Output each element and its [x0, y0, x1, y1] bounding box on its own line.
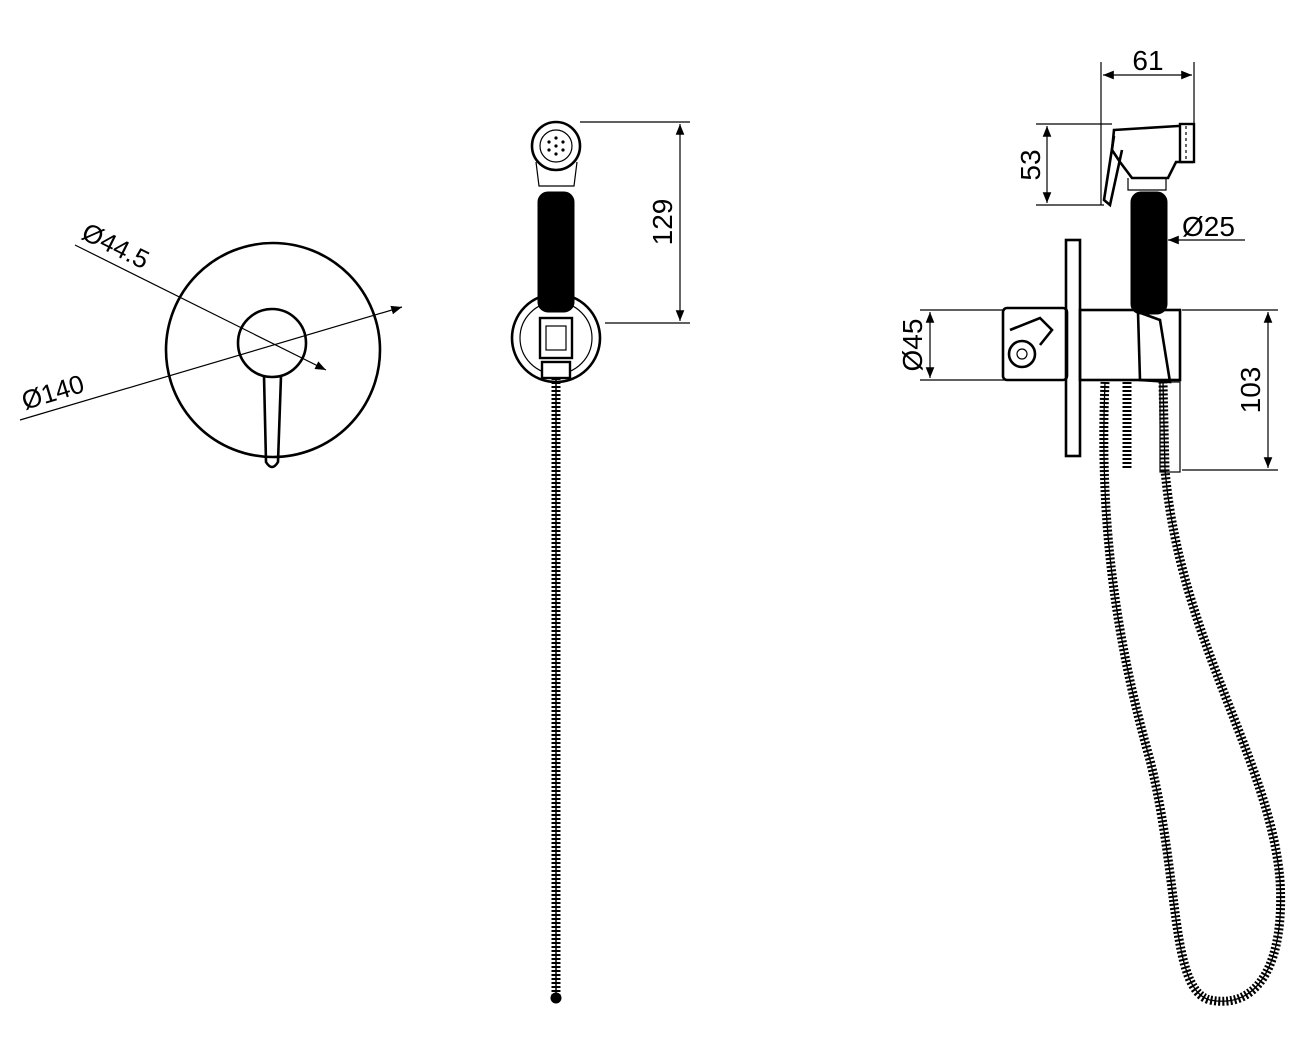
dim-line-plate — [19, 305, 403, 421]
valve-knob — [1007, 339, 1037, 369]
dim-line-hub — [74, 244, 327, 371]
lever-hub — [236, 307, 308, 379]
middle-view: 129 — [510, 120, 690, 1004]
dim-label-handset-height: 129 — [647, 199, 678, 246]
dim-label-handle-diameter: Ø25 — [1182, 211, 1235, 242]
wall-plate — [164, 241, 382, 459]
holder-block — [1078, 308, 1182, 382]
spray-head — [530, 120, 582, 172]
side-view: 61 53 Ø25 Ø45 103 — [897, 45, 1286, 1006]
dim-label-holder-diameter: Ø45 — [897, 319, 928, 372]
front-view: Ø140 Ø44.5 — [18, 217, 403, 469]
dim-label-head-width: 61 — [1132, 45, 1163, 76]
dim-label-hub: Ø44.5 — [77, 217, 154, 275]
valve-body — [1001, 306, 1069, 382]
dim-label-holder-height: 103 — [1235, 367, 1266, 414]
dim-label-plate: Ø140 — [18, 368, 88, 415]
handset-handle-side — [1130, 191, 1168, 315]
handset-handle — [537, 191, 575, 313]
spray-nozzle-holes — [547, 136, 565, 156]
dim-label-head-height: 53 — [1015, 149, 1046, 180]
lever-handle — [262, 375, 283, 469]
hose-loop — [1099, 381, 1286, 1006]
